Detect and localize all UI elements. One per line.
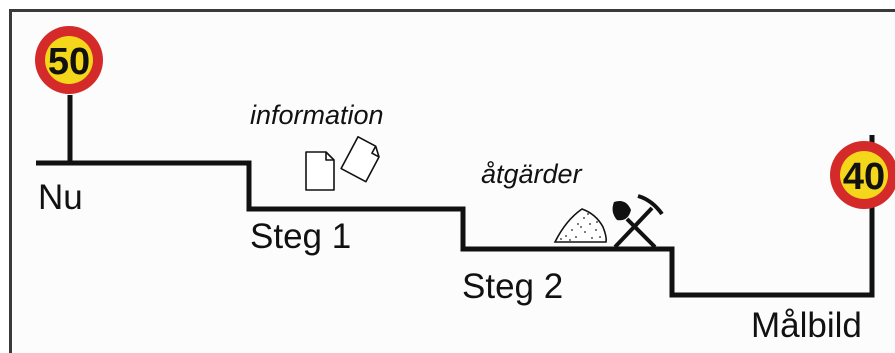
label-target: Målbild bbox=[751, 306, 862, 345]
label-now: Nu bbox=[38, 178, 83, 217]
document-icon bbox=[305, 151, 335, 191]
label-step-1: Steg 1 bbox=[250, 217, 351, 256]
label-step-2: Steg 2 bbox=[462, 267, 563, 306]
shovel-icon bbox=[612, 201, 657, 249]
staircase-line bbox=[36, 135, 875, 298]
speed-sign-50-label: 50 bbox=[48, 41, 90, 83]
document-tilted-icon bbox=[340, 135, 380, 183]
pickaxe-icon bbox=[613, 194, 664, 249]
speed-sign-40: 40 bbox=[830, 141, 895, 209]
annotation-information: information bbox=[250, 100, 384, 130]
annotation-measures: åtgärder bbox=[481, 159, 583, 189]
sand-pile-icon bbox=[553, 208, 607, 243]
speed-sign-40-label: 40 bbox=[843, 156, 885, 198]
speed-sign-50: 50 bbox=[35, 26, 103, 94]
